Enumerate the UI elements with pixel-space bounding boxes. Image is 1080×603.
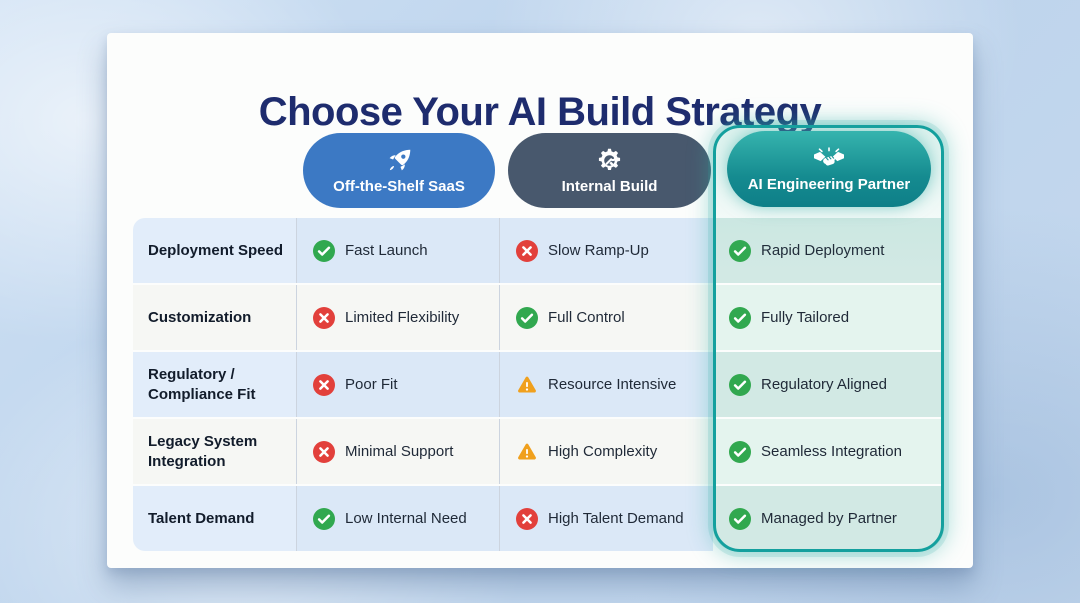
status-text: Fast Launch <box>345 242 428 259</box>
status-text: Rapid Deployment <box>761 242 885 259</box>
cross-circle-icon <box>313 306 335 329</box>
column-header-label: Internal Build <box>561 177 658 195</box>
check-circle-icon <box>313 507 335 530</box>
status-text: Managed by Partner <box>761 510 897 527</box>
status-text: Resource Intensive <box>548 376 677 393</box>
status-text: Low Internal Need <box>345 510 467 527</box>
warning-triangle-icon <box>516 374 538 396</box>
cross-circle-icon <box>516 239 538 262</box>
status-text: Fully Tailored <box>761 309 850 326</box>
status-cell: Regulatory Aligned <box>713 352 944 417</box>
cross-circle-icon <box>516 507 538 530</box>
column-header-label: Off-the-Shelf SaaS <box>333 177 465 195</box>
status-cell: High Talent Demand <box>499 486 713 551</box>
rocket-icon <box>386 147 413 175</box>
handshake-icon <box>811 145 847 173</box>
gear-wrench-icon <box>596 147 623 175</box>
status-cell: Fast Launch <box>296 218 499 283</box>
status-cell: High Complexity <box>499 419 713 484</box>
comparison-card: Choose Your AI Build Strategy Off-the-Sh… <box>107 33 973 568</box>
status-cell: Limited Flexibility <box>296 285 499 350</box>
check-circle-icon <box>516 306 538 329</box>
column-header-internal-build[interactable]: Internal Build <box>508 133 711 208</box>
column-header-ai-engineering-partner[interactable]: AI Engineering Partner <box>727 131 931 207</box>
check-circle-icon <box>729 306 751 329</box>
status-text: High Talent Demand <box>548 510 684 527</box>
row-label: Deployment Speed <box>133 218 296 283</box>
check-circle-icon <box>729 373 751 396</box>
status-text: Poor Fit <box>345 376 398 393</box>
status-cell: Minimal Support <box>296 419 499 484</box>
status-text: Regulatory Aligned <box>761 376 887 393</box>
status-text: Full Control <box>548 309 625 326</box>
status-cell: Poor Fit <box>296 352 499 417</box>
status-cell: Managed by Partner <box>713 486 944 551</box>
status-text: Slow Ramp-Up <box>548 242 649 259</box>
row-label: Legacy System Integration <box>133 419 296 484</box>
warning-triangle-icon <box>516 441 538 463</box>
row-label: Talent Demand <box>133 486 296 551</box>
status-cell: Fully Tailored <box>713 285 944 350</box>
status-text: High Complexity <box>548 443 658 460</box>
check-circle-icon <box>729 239 751 262</box>
status-cell: Seamless Integration <box>713 419 944 484</box>
cross-circle-icon <box>313 440 335 463</box>
column-header-label: AI Engineering Partner <box>747 176 911 193</box>
cross-circle-icon <box>313 373 335 396</box>
status-text: Minimal Support <box>345 443 454 460</box>
status-cell: Resource Intensive <box>499 352 713 417</box>
status-text: Seamless Integration <box>761 443 902 460</box>
row-label: Regulatory / Compliance Fit <box>133 352 296 417</box>
status-cell: Slow Ramp-Up <box>499 218 713 283</box>
check-circle-icon <box>313 239 335 262</box>
column-header-off-the-shelf-saas[interactable]: Off-the-Shelf SaaS <box>303 133 495 208</box>
check-circle-icon <box>729 440 751 463</box>
row-label: Customization <box>133 285 296 350</box>
status-cell: Full Control <box>499 285 713 350</box>
status-cell: Low Internal Need <box>296 486 499 551</box>
page-title: Choose Your AI Build Strategy <box>258 90 822 134</box>
status-cell: Rapid Deployment <box>713 218 944 283</box>
check-circle-icon <box>729 507 751 530</box>
status-text: Limited Flexibility <box>345 309 460 326</box>
